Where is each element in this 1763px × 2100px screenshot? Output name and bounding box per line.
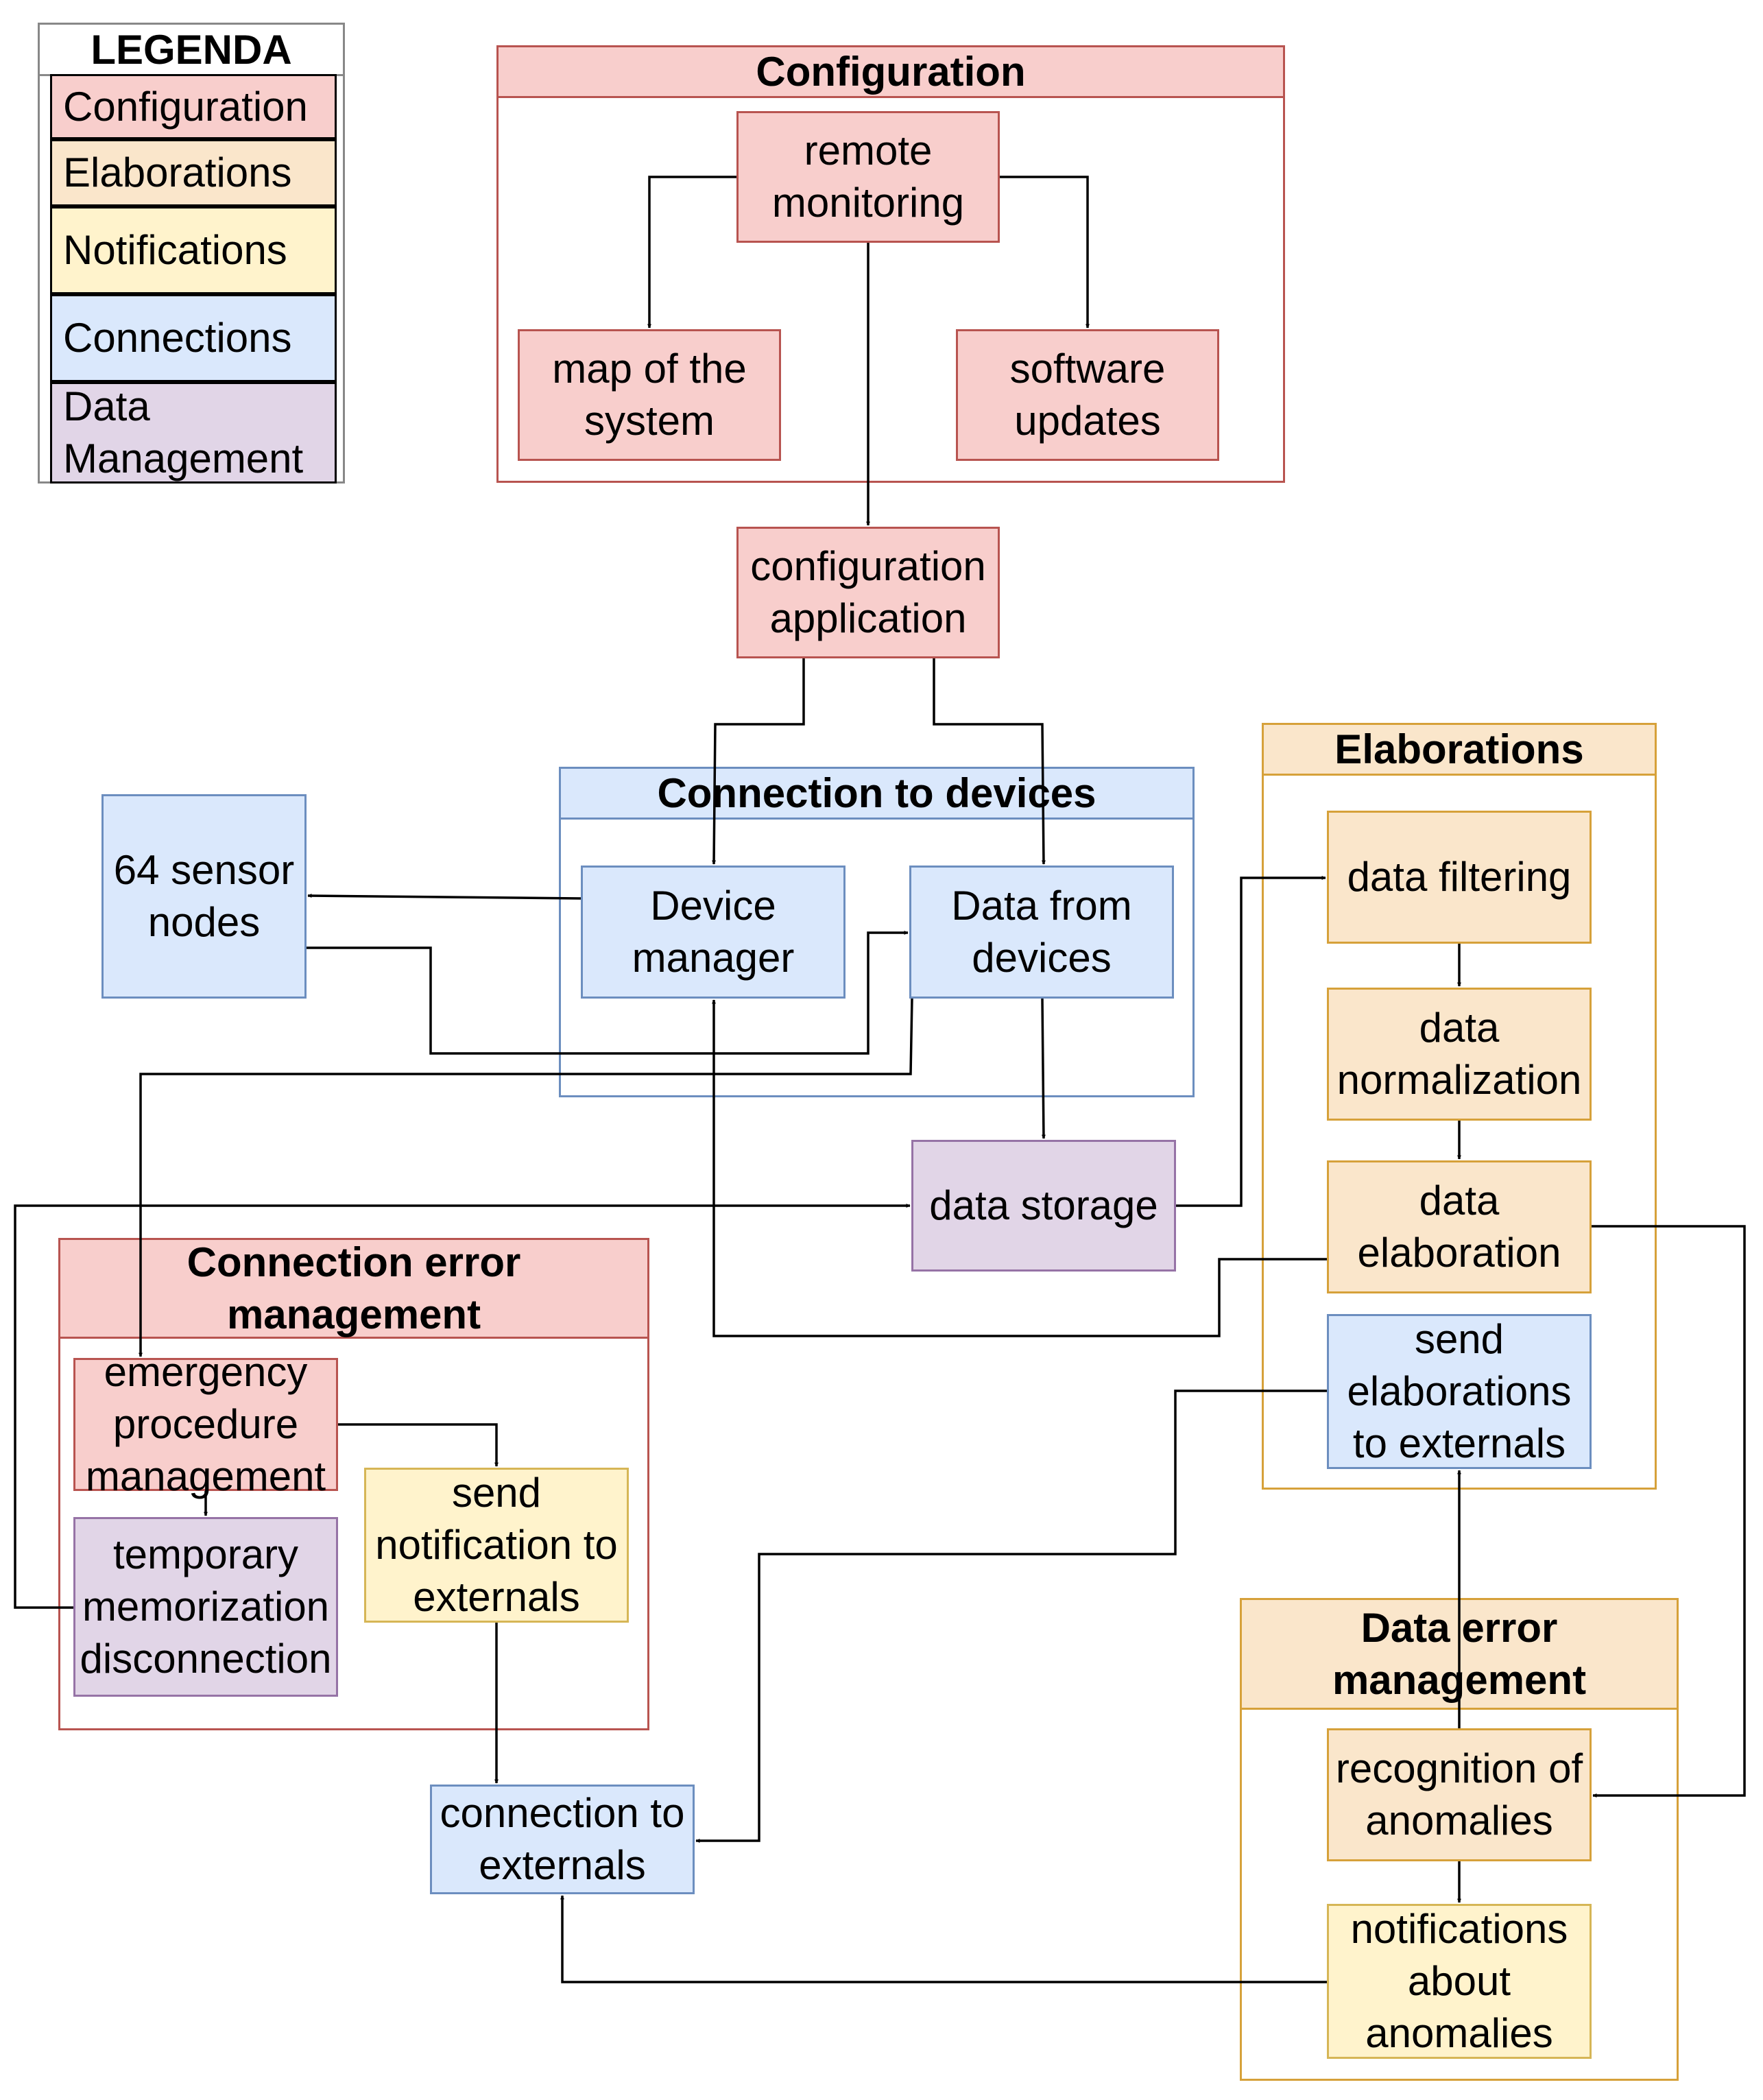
- edge-config-to-device-manager: [712, 658, 805, 865]
- group-configuration: Configuration: [496, 45, 1285, 483]
- node-device-manager: Device manager: [581, 866, 845, 999]
- group-elaborations: Elaborations: [1262, 723, 1657, 1490]
- node-64-sensor-nodes: 64 sensor nodes: [101, 794, 307, 999]
- edge-send-elaborations-to-externals: [695, 1389, 1327, 1843]
- node-connection-to-externals-label: connection to externals: [440, 1790, 685, 1888]
- group-elaborations-title: Elaborations: [1264, 725, 1655, 776]
- node-send-elaborations-to-externals: send elaborations to externals: [1327, 1314, 1592, 1469]
- legend: LEGENDA Configuration Elaborations Notif…: [38, 23, 345, 484]
- group-connection-error-management: Connection error management: [58, 1238, 649, 1730]
- node-data-filtering-label: data filtering: [1347, 854, 1572, 900]
- edge-emergency-to-send-notification: [338, 1423, 499, 1467]
- node-data-normalization-label: data normalization: [1336, 1005, 1582, 1103]
- node-emergency-procedure-management-label: emergency procedure management: [85, 1349, 326, 1499]
- node-data-from-devices: Data from devices: [909, 866, 1174, 999]
- legend-item-configuration: Configuration: [50, 74, 337, 139]
- node-temporary-memorization-disconnection-label: temporary memorization disconnection: [80, 1531, 332, 1682]
- node-connection-to-externals: connection to externals: [430, 1785, 695, 1894]
- node-64-sensor-nodes-label: 64 sensor nodes: [113, 847, 295, 945]
- edge-elaboration-to-device-manager: [712, 999, 1327, 1337]
- node-map-of-the-system: map of the system: [518, 329, 781, 461]
- edge-remote-to-map: [647, 176, 736, 329]
- node-data-from-devices-label: Data from devices: [951, 883, 1132, 981]
- node-recognition-of-anomalies-label: recognition of anomalies: [1335, 1745, 1583, 1844]
- edge-device-manager-to-sensors: [307, 894, 581, 900]
- edge-sensors-to-data-from-devices: [307, 931, 909, 1055]
- edge-notifications-to-externals: [560, 1895, 1327, 1983]
- legend-item-data-management: Data Management: [50, 382, 337, 484]
- node-data-storage: data storage: [911, 1140, 1176, 1272]
- node-notifications-about-anomalies-label: notifications about anomalies: [1350, 1906, 1568, 2056]
- node-data-storage-label: data storage: [929, 1182, 1158, 1228]
- group-connection-error-management-title: Connection error management: [60, 1239, 647, 1339]
- node-data-elaboration: data elaboration: [1327, 1160, 1592, 1293]
- edge-elaboration-to-recognition: [1592, 1225, 1746, 1798]
- node-remote-monitoring-label: remote monitoring: [771, 128, 965, 226]
- node-send-notification-to-externals: send notification to externals: [364, 1468, 629, 1623]
- node-software-updates: software updates: [956, 329, 1219, 461]
- edge-temporary-to-storage: [14, 1204, 911, 1609]
- legend-item-notifications: Notifications: [50, 206, 337, 294]
- node-software-updates-label: software updates: [1009, 346, 1166, 444]
- node-send-elaborations-to-externals-label: send elaborations to externals: [1347, 1316, 1572, 1466]
- edge-remote-to-software: [1000, 176, 1090, 329]
- node-emergency-procedure-management: emergency procedure management: [73, 1349, 338, 1499]
- node-send-notification-to-externals-label: send notification to externals: [375, 1470, 618, 1620]
- edge-config-to-data-from-devices: [933, 658, 1046, 865]
- node-data-normalization: data normalization: [1327, 988, 1592, 1121]
- node-configuration-application: configuration application: [736, 527, 1000, 658]
- edge-data-from-devices-to-emergency: [139, 998, 913, 1357]
- group-connection-to-devices-title: Connection to devices: [561, 769, 1192, 820]
- node-map-of-the-system-label: map of the system: [552, 346, 747, 444]
- edge-storage-to-filtering: [1176, 876, 1326, 1207]
- node-data-filtering: data filtering: [1327, 811, 1592, 944]
- node-device-manager-label: Device manager: [632, 883, 795, 981]
- group-configuration-title: Configuration: [499, 47, 1283, 98]
- legend-item-connections: Connections: [50, 294, 337, 382]
- node-recognition-of-anomalies: recognition of anomalies: [1327, 1728, 1592, 1861]
- edge-data-from-devices-to-storage: [1041, 998, 1046, 1139]
- legend-item-elaborations: Elaborations: [50, 139, 337, 206]
- node-remote-monitoring: remote monitoring: [736, 111, 1000, 243]
- node-configuration-application-label: configuration application: [750, 543, 986, 641]
- node-data-elaboration-label: data elaboration: [1357, 1178, 1561, 1276]
- node-notifications-about-anomalies: notifications about anomalies: [1327, 1904, 1592, 2059]
- node-temporary-memorization-disconnection: temporary memorization disconnection: [73, 1517, 338, 1697]
- group-connection-to-devices: Connection to devices: [559, 767, 1195, 1097]
